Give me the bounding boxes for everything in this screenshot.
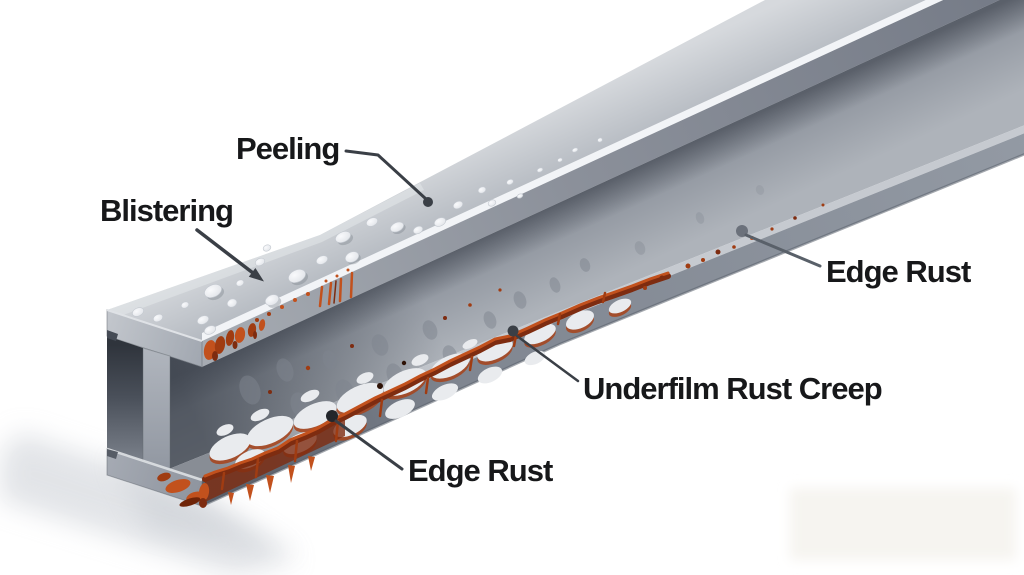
blistering-arrowhead-icon xyxy=(248,268,264,282)
annotations: Peeling Blistering Edge Rust Underfilm R… xyxy=(100,131,972,488)
callout-peeling: Peeling xyxy=(236,131,433,207)
beam-top-surface xyxy=(107,0,944,341)
callout-edge-rust-bottom: Edge Rust xyxy=(326,410,554,488)
rust-under-drips xyxy=(228,456,315,505)
end-face-notch-interior xyxy=(107,336,143,461)
ibeam-illustration xyxy=(106,0,1024,508)
top-flange-edge-rust xyxy=(203,268,354,361)
callout-blistering: Blistering xyxy=(100,193,264,282)
peeling-dot xyxy=(423,197,433,207)
edge-rust-bottom-label: Edge Rust xyxy=(408,453,553,488)
end-top-edge-highlight xyxy=(106,309,203,342)
underfilm-label: Underfilm Rust Creep xyxy=(583,371,882,406)
peeling-leader-line xyxy=(344,149,428,201)
beam-shadow xyxy=(0,432,300,575)
edge-rust-bottom-leader-line xyxy=(334,419,404,471)
blistering-leader-line xyxy=(195,228,255,275)
bottom-flange-bottom-edge xyxy=(201,153,1024,508)
top-edge-highlight xyxy=(202,0,944,341)
top-surface-far-edge-highlight xyxy=(107,183,424,318)
blister-droplets xyxy=(132,137,603,335)
end-face-rust xyxy=(157,472,210,508)
edge-rust-band xyxy=(202,203,825,505)
blistering-label: Blistering xyxy=(100,193,233,228)
callout-underfilm-rust-creep: Underfilm Rust Creep xyxy=(507,325,883,406)
end-face-far-bottom-lip xyxy=(107,449,118,459)
end-face-web-column xyxy=(142,347,171,470)
edge-rust-bottom-dot xyxy=(326,410,338,422)
edge-rust-top-leader-line xyxy=(744,233,822,268)
end-face-far-tip-lip xyxy=(107,330,118,341)
underfilm-leader-line xyxy=(515,334,580,383)
peeling-label: Peeling xyxy=(236,131,339,166)
rust-drips xyxy=(220,291,607,491)
end-face-bottom-top-edge-highlight xyxy=(106,447,203,482)
edge-rust-top-label: Edge Rust xyxy=(826,254,971,289)
callout-edge-rust-top: Edge Rust xyxy=(736,225,972,289)
underfilm-dot xyxy=(507,325,519,337)
background-faint-patch xyxy=(790,488,1016,560)
